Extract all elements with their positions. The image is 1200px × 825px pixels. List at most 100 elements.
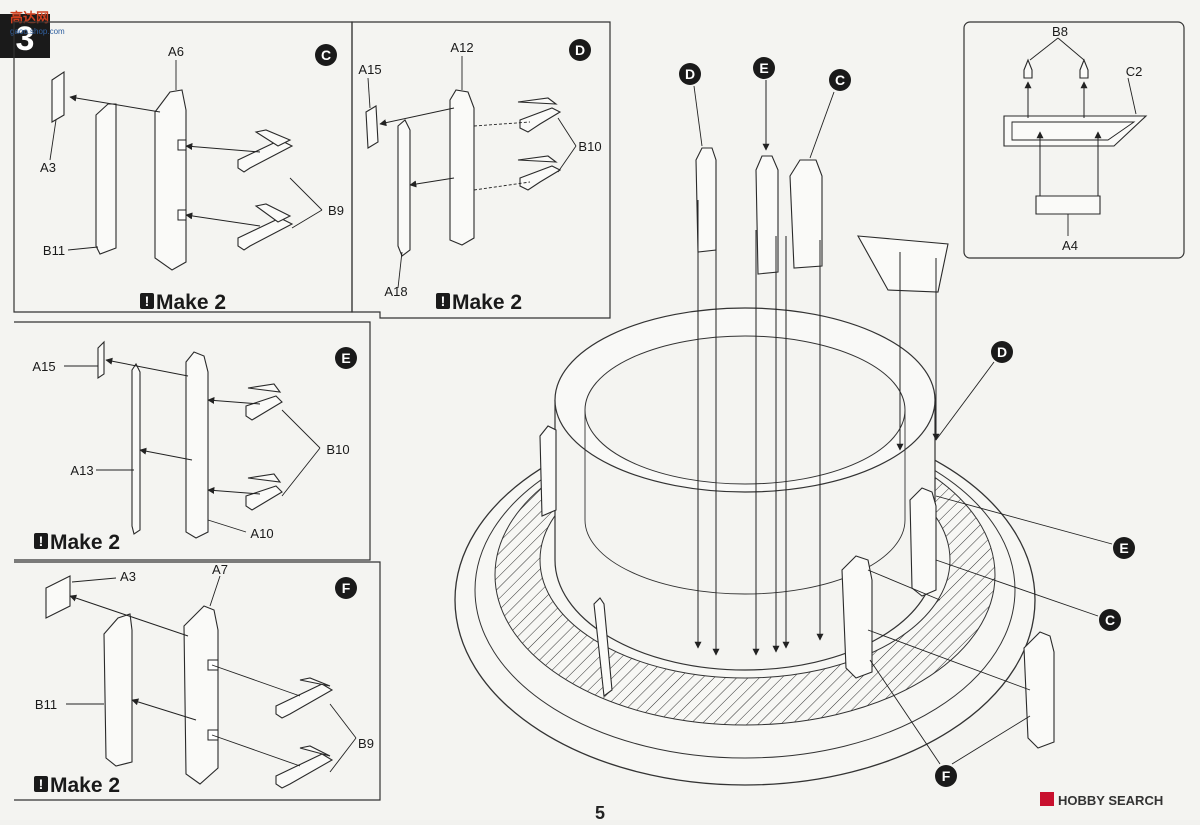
main-column-c (789, 159, 823, 269)
svg-text:D: D (997, 344, 1007, 360)
panel-e: E A15 A13 B10 A10 ! Make 2 (14, 321, 371, 561)
part-b9-bottom (237, 217, 294, 251)
part-b9-top (237, 139, 294, 173)
svg-text:!: ! (39, 533, 44, 549)
svg-text:A15: A15 (358, 62, 381, 77)
svg-text:B11: B11 (35, 697, 57, 712)
badge-c-top: C (809, 69, 851, 159)
page-number: 5 (595, 803, 605, 820)
main-column-f-right (1023, 631, 1055, 749)
svg-text:A18: A18 (384, 284, 407, 299)
svg-text:B10: B10 (578, 139, 601, 154)
svg-text:E: E (341, 350, 350, 366)
panel-c: C A6 A3 B11 B9 ! Make 2 (13, 21, 353, 314)
step-number: 3 (16, 20, 35, 58)
part-b11 (95, 103, 117, 255)
part-a15-d (365, 105, 379, 149)
panel-e-badge: E (335, 347, 357, 369)
svg-text:E: E (1119, 540, 1128, 556)
svg-text:A15: A15 (32, 359, 55, 374)
part-b8-right (1079, 58, 1089, 79)
make-2-f: ! Make 2 (34, 774, 120, 797)
part-c2 (1003, 115, 1148, 147)
badge-d-right: D (935, 341, 1013, 441)
panel-d-badge: D (569, 39, 591, 61)
part-a3-f (45, 575, 71, 619)
main-panel-front-left (593, 597, 613, 698)
svg-text:E: E (759, 60, 768, 76)
svg-text:Make 2: Make 2 (50, 531, 120, 554)
main-assembly: D E C D E C F (454, 57, 1135, 787)
part-a6 (154, 89, 187, 271)
panel-c-badge: C (315, 44, 337, 66)
part-b10-e-bottom (245, 485, 283, 511)
brand-watermark: HOBBY SEARCH (1040, 792, 1163, 808)
part-b10-bottom (519, 165, 562, 191)
part-b9-f-bottom (275, 753, 334, 789)
part-b9-f-top (275, 683, 334, 719)
svg-text:A7: A7 (212, 562, 228, 577)
svg-text:A13: A13 (70, 463, 93, 478)
part-b8-left (1023, 58, 1033, 79)
svg-text:C: C (1105, 612, 1115, 628)
part-b10-top (519, 107, 562, 133)
svg-text:C: C (835, 72, 845, 88)
part-a4 (1035, 195, 1101, 215)
svg-text:F: F (342, 580, 351, 596)
svg-text:A3: A3 (40, 160, 56, 175)
svg-text:B11: B11 (43, 243, 65, 258)
svg-text:B8: B8 (1052, 24, 1068, 39)
brand-watermark-text: HOBBY SEARCH (1058, 793, 1163, 808)
part-a7 (183, 605, 219, 785)
badge-d-top: D (679, 63, 703, 147)
main-column-d (695, 147, 717, 253)
svg-text:B9: B9 (328, 203, 344, 218)
part-b11-f (103, 613, 133, 767)
panel-f-badge: F (335, 577, 357, 599)
panel-f: F A3 A7 B11 B9 ! Make 2 (14, 561, 381, 801)
site-watermark-url: gaoo.shop.com (10, 27, 65, 36)
svg-text:B10: B10 (326, 442, 349, 457)
svg-text:!: ! (145, 293, 150, 309)
make-2-c: ! Make 2 (140, 291, 226, 314)
part-a12 (449, 89, 475, 246)
svg-text:Make 2: Make 2 (452, 291, 522, 314)
svg-text:C: C (321, 47, 331, 63)
svg-text:A4: A4 (1062, 238, 1078, 253)
svg-text:A12: A12 (450, 40, 473, 55)
svg-text:D: D (685, 66, 695, 82)
step-badge: 3 (0, 14, 50, 58)
part-a15-e (97, 340, 105, 380)
svg-text:!: ! (39, 776, 44, 792)
main-column-f-front (841, 555, 873, 679)
main-column-e (755, 155, 779, 275)
main-column-e-right (909, 487, 937, 597)
svg-text:!: ! (441, 293, 446, 309)
svg-text:A3: A3 (120, 569, 136, 584)
badge-c-right: C (935, 559, 1121, 631)
part-b10-e-top (245, 395, 283, 421)
svg-text:A10: A10 (250, 526, 273, 541)
site-watermark-text: 高达网 (10, 10, 49, 25)
badge-e-right: E (935, 495, 1135, 559)
svg-text:C2: C2 (1126, 64, 1143, 79)
svg-text:D: D (575, 42, 585, 58)
part-a13 (131, 362, 141, 535)
inset-panel: B8 C2 A4 (963, 21, 1185, 259)
badge-e-top: E (753, 57, 775, 79)
make-2-e: ! Make 2 (34, 531, 120, 554)
part-a3 (51, 70, 65, 123)
panel-d: D A12 A15 B10 A18 ! Make 2 (351, 21, 611, 319)
make-2-d: ! Make 2 (436, 291, 522, 314)
badge-f-bottom: F (869, 659, 1031, 787)
main-column-left (539, 425, 557, 517)
part-a10 (185, 351, 209, 539)
svg-text:A6: A6 (168, 44, 184, 59)
svg-text:F: F (942, 768, 951, 784)
site-watermark: 高达网 gaoo.shop.com (10, 10, 65, 36)
svg-text:B9: B9 (358, 736, 374, 751)
part-a18 (397, 119, 411, 257)
main-part-c2 (857, 235, 949, 293)
